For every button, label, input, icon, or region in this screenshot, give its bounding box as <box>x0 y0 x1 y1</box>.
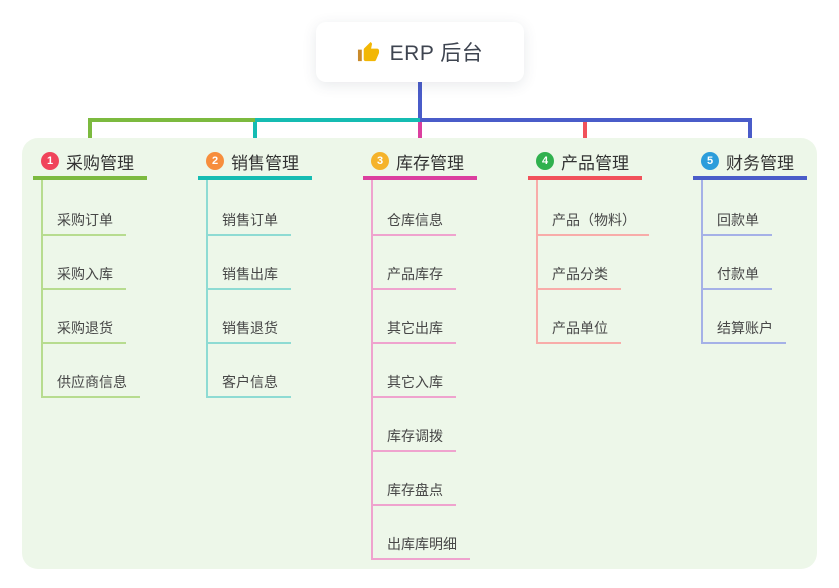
child-node[interactable]: 其它出库 <box>371 319 456 344</box>
connector-trunk-5 <box>701 180 703 344</box>
child-node[interactable]: 采购退货 <box>41 319 126 344</box>
connector-drop-1 <box>88 122 92 138</box>
connector-bus-segment-1 <box>88 118 255 122</box>
branch-label: 财务管理 <box>726 153 794 173</box>
connector-drop-3 <box>418 122 422 138</box>
connector-drop-4 <box>583 122 587 138</box>
child-node[interactable]: 采购订单 <box>41 211 126 236</box>
branch-label: 产品管理 <box>561 153 629 173</box>
child-node[interactable]: 销售出库 <box>206 265 291 290</box>
child-node[interactable]: 产品单位 <box>536 319 621 344</box>
root-node[interactable]: ERP 后台 <box>316 22 524 82</box>
branch-index-badge: 4 <box>536 152 554 170</box>
child-node[interactable]: 采购入库 <box>41 265 126 290</box>
connector-bus-segment-2 <box>255 118 420 122</box>
child-node[interactable]: 回款单 <box>701 211 772 236</box>
branch-index-badge: 1 <box>41 152 59 170</box>
branch-index-badge: 5 <box>701 152 719 170</box>
child-node[interactable]: 供应商信息 <box>41 373 140 398</box>
child-node[interactable]: 产品分类 <box>536 265 621 290</box>
connector-drop-2 <box>253 122 257 138</box>
child-node[interactable]: 客户信息 <box>206 373 291 398</box>
child-node[interactable]: 库存调拨 <box>371 427 456 452</box>
child-node[interactable]: 结算账户 <box>701 319 786 344</box>
connector-drop-5 <box>748 122 752 138</box>
branch-index-badge: 3 <box>371 152 389 170</box>
child-node[interactable]: 库存盘点 <box>371 481 456 506</box>
branch-label: 采购管理 <box>66 153 134 173</box>
branches-panel <box>22 138 817 569</box>
branch-index-badge: 2 <box>206 152 224 170</box>
connector-trunk-4 <box>536 180 538 344</box>
branch-node-1[interactable]: 1 采购管理 <box>33 146 147 180</box>
child-node[interactable]: 产品（物料） <box>536 211 649 236</box>
branch-node-5[interactable]: 5 财务管理 <box>693 146 807 180</box>
child-node[interactable]: 仓库信息 <box>371 211 456 236</box>
thumbs-up-icon <box>357 41 379 61</box>
connector-bus-segment-3 <box>420 118 752 122</box>
connector-root-stem <box>418 82 422 122</box>
child-node[interactable]: 其它入库 <box>371 373 456 398</box>
child-node[interactable]: 销售退货 <box>206 319 291 344</box>
branch-label: 库存管理 <box>396 153 464 173</box>
child-node[interactable]: 付款单 <box>701 265 772 290</box>
child-node[interactable]: 销售订单 <box>206 211 291 236</box>
branch-node-3[interactable]: 3 库存管理 <box>363 146 477 180</box>
branch-label: 销售管理 <box>231 153 299 173</box>
child-node[interactable]: 出库库明细 <box>371 535 470 560</box>
connector-trunk-3 <box>371 180 373 560</box>
branch-node-4[interactable]: 4 产品管理 <box>528 146 642 180</box>
child-node[interactable]: 产品库存 <box>371 265 456 290</box>
root-label: ERP 后台 <box>389 42 484 65</box>
branch-node-2[interactable]: 2 销售管理 <box>198 146 312 180</box>
